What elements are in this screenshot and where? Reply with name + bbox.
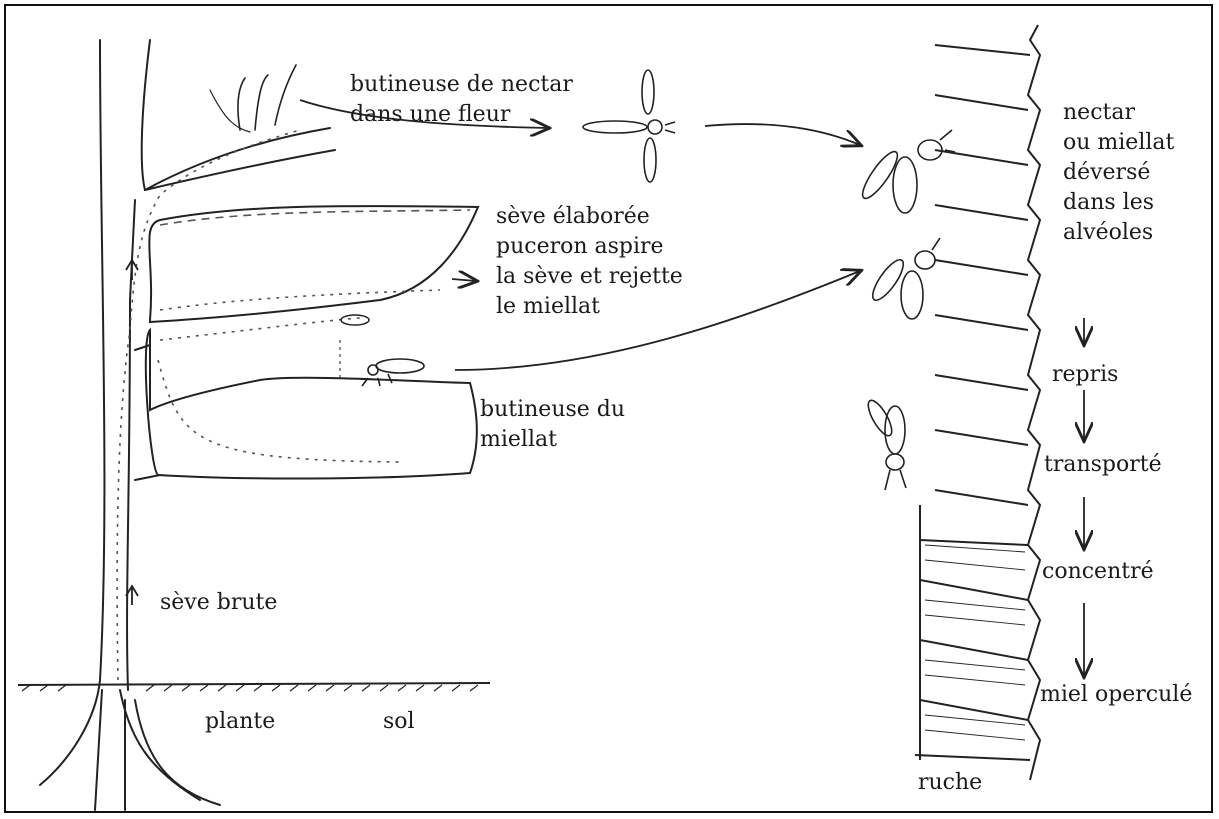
up-arrow-upper-icon [126,260,138,280]
soil-label: sol [383,707,415,737]
aphid-icon [341,315,369,325]
hive-bee-1-icon [857,130,955,213]
raw-sap-label: sève brute [160,588,277,618]
aphid-leaf [149,206,478,322]
step-taken-back-label: repris [1052,360,1118,390]
hive-label: ruche [918,768,982,798]
step-capped-honey-label: miel operculé [1040,680,1192,710]
flying-bee-icon [583,70,675,182]
ground-line [18,683,490,691]
step-concentrated-label: concentré [1042,557,1154,587]
plant-label: plante [205,707,275,737]
deposit-label: nectar ou miellat déversé dans les alvéo… [1063,98,1174,248]
upper-stem-edge [142,40,150,190]
honeydew-forager-label: butineuse du miellat [480,395,625,455]
hive-comb [915,25,1040,780]
nectar-forager-label: butineuse de nectar dans une fleur [350,70,573,130]
hive-bee-3-icon [864,397,906,490]
aphid-label: sève élaborée puceron aspire la sève et … [496,202,683,322]
stem-left-edge [40,40,104,785]
step-transported-label: transporté [1044,450,1162,480]
forager-leaf [146,330,477,479]
plant-drawing [40,40,478,810]
hive-bee-2-icon [868,238,940,319]
